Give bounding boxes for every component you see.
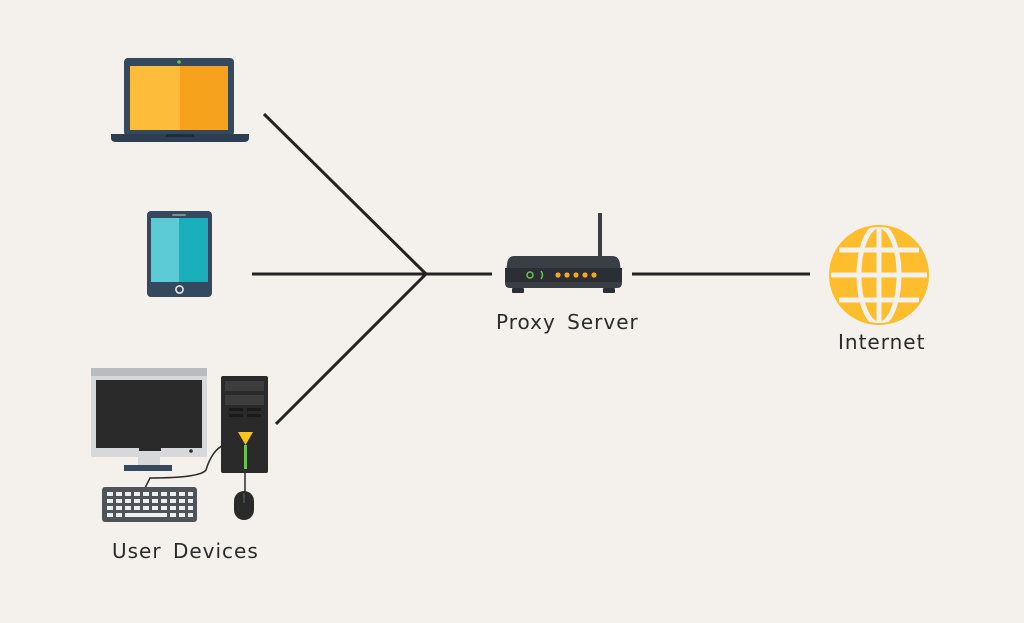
globe-icon xyxy=(829,223,929,327)
tablet-icon xyxy=(147,211,212,297)
laptop-icon xyxy=(111,58,249,142)
router-icon xyxy=(505,213,622,293)
monitor-icon xyxy=(91,368,207,471)
mouse-icon xyxy=(234,491,254,520)
connection-lines xyxy=(252,112,810,426)
user-devices-label: User Devices xyxy=(112,539,259,563)
keyboard-icon xyxy=(102,487,197,522)
tower-icon xyxy=(221,376,268,473)
internet-label: Internet xyxy=(838,330,926,354)
laptop-connection-line xyxy=(262,112,428,276)
desktop-computer-icon xyxy=(91,368,268,522)
proxy-server-label: Proxy Server xyxy=(496,310,639,334)
desktop-connection-line xyxy=(274,272,428,426)
